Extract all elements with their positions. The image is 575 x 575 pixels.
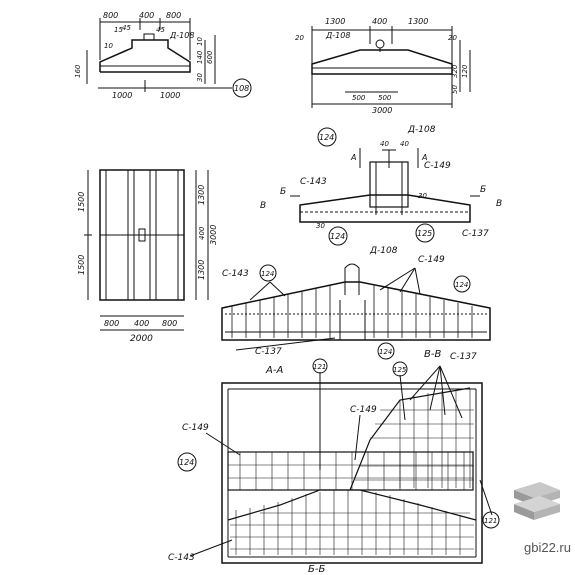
- plan-right-dim-2: 400: [198, 226, 206, 240]
- front-dim-small-4: 45: [156, 26, 165, 34]
- front-side-dim-3: 600: [206, 50, 214, 64]
- section-top: [290, 127, 480, 246]
- sec-mid-mark-c137: С-137: [255, 347, 282, 357]
- plan-left-dim-1: 1500: [77, 192, 86, 212]
- front-dim-small-3: 10: [104, 42, 113, 50]
- front-side-small-2: 10: [196, 37, 204, 46]
- sec-top-mark-v2: В: [496, 199, 502, 209]
- sec-low-title-aa: A-A: [265, 365, 283, 376]
- sec-mid-mark-124b: 124: [455, 281, 468, 289]
- plan-bottom-dim-3: 800: [162, 319, 177, 328]
- side-dim-side-1: 20: [295, 34, 304, 42]
- sec-top-mark-c143: С-143: [300, 177, 327, 187]
- section-low-labels: A-A В-В Б-Б 121 125 С-137 С-149 С-149 12…: [168, 349, 497, 575]
- side-total: 3000: [372, 106, 392, 115]
- sec-low-title-vv: В-В: [424, 349, 441, 360]
- side-dim-side-4: 120: [461, 64, 469, 78]
- front-dim-top-2: 400: [139, 11, 154, 20]
- front-view-labels: 800 400 800 15 45 10 45 Д-108 160 140 60…: [74, 11, 214, 100]
- plan-view: [84, 169, 209, 331]
- sec-top-mark-b2: Б: [480, 185, 486, 195]
- sec-top-mark-30b: 30: [418, 192, 427, 200]
- side-dim-top-1: 1300: [325, 17, 345, 26]
- sec-low-mark-124: 124: [179, 458, 194, 467]
- sec-mid-mark-c149: С-149: [418, 255, 445, 265]
- front-mark-d108: Д-108: [169, 31, 194, 40]
- front-view: [86, 18, 216, 92]
- side-view: [311, 26, 471, 108]
- side-dim-bottom-2: 500: [378, 94, 392, 102]
- sec-low-mark-c149a: С-149: [182, 423, 209, 433]
- plan-right-dim-4: 3000: [209, 225, 218, 245]
- sec-top-mark-40a: 40: [380, 140, 389, 148]
- side-dim-top-2: 400: [372, 17, 387, 26]
- sec-top-mark-b1: Б: [280, 187, 286, 197]
- front-side-small-1: 30: [196, 73, 204, 82]
- plan-view-labels: 1500 1500 1300 400 1300 3000 800 400 800…: [77, 185, 218, 344]
- side-dim-bottom-1: 500: [352, 94, 366, 102]
- sec-low-title-bb: Б-Б: [308, 564, 325, 575]
- sec-low-mark-121a: 121: [313, 363, 326, 371]
- sec-mid-mark-c143: С-143: [222, 269, 249, 279]
- watermark-text: gbi22.ru: [524, 540, 571, 555]
- plan-right-dim-3: 1300: [197, 260, 206, 280]
- front-side-dim-1: 160: [74, 64, 82, 78]
- front-dim-bottom-1: 1000: [112, 91, 132, 100]
- sec-mid-mark-124a: 124: [261, 270, 274, 278]
- sec-top-mark-d108: Д-108: [407, 125, 436, 135]
- sec-top-mark-30a: 30: [316, 222, 325, 230]
- plan-right-dim-1: 1300: [197, 185, 206, 205]
- sec-low-mark-c143: С-143: [168, 553, 195, 563]
- sec-top-mark-124b: 124: [330, 232, 345, 241]
- site-logo: [514, 482, 560, 520]
- sec-top-mark-a2: A: [421, 153, 427, 162]
- plan-left-dim-2: 1500: [77, 255, 86, 275]
- sec-low-mark-c137: С-137: [450, 352, 477, 362]
- side-dim-top-3: 1300: [408, 17, 428, 26]
- sec-mid-mark-124c: 124: [379, 348, 392, 356]
- sec-low-mark-c149b: С-149: [350, 405, 377, 415]
- callout-108: 108: [148, 78, 252, 98]
- sec-top-mark-124a: 124: [319, 133, 334, 142]
- sec-low-mark-125: 125: [393, 366, 407, 374]
- side-mark-d108: Д-108: [325, 31, 350, 40]
- side-view-labels: 1300 400 1300 20 20 320 120 50 Д-108 500…: [295, 17, 469, 115]
- sec-top-mark-a1: A: [350, 153, 356, 162]
- side-dim-side-3: 320: [451, 64, 459, 78]
- plan-total: 2000: [130, 334, 153, 344]
- section-top-labels: 124 Д-108 40 40 A A С-149 С-143 Б Б В В …: [260, 125, 502, 241]
- side-dim-side-2: 20: [448, 34, 457, 42]
- sec-top-mark-40b: 40: [400, 140, 409, 148]
- sec-mid-mark-d108: Д-108: [369, 246, 398, 256]
- front-side-dim-2: 140: [196, 50, 204, 64]
- section-low: [177, 358, 500, 564]
- sec-top-mark-125: 125: [417, 229, 432, 238]
- side-dim-side-5: 50: [451, 85, 459, 94]
- front-dim-top-1: 800: [103, 11, 118, 20]
- section-mid: [221, 263, 491, 360]
- front-dim-bottom-2: 1000: [160, 91, 180, 100]
- sec-top-mark-c137: С-137: [462, 229, 489, 239]
- section-mid-labels: Д-108 С-149 С-143 124 124 С-137 124: [222, 246, 468, 357]
- callout-108-label: 108: [234, 84, 249, 93]
- front-dim-small-2: 45: [122, 24, 131, 32]
- sec-top-mark-c149: С-149: [424, 161, 451, 171]
- sec-top-mark-v1: В: [260, 201, 266, 211]
- front-dim-small-1: 15: [114, 26, 123, 34]
- plan-bottom-dim-2: 400: [134, 319, 149, 328]
- plan-bottom-dim-1: 800: [104, 319, 119, 328]
- sec-low-mark-121b: 121: [484, 517, 497, 525]
- front-dim-top-3: 800: [166, 11, 181, 20]
